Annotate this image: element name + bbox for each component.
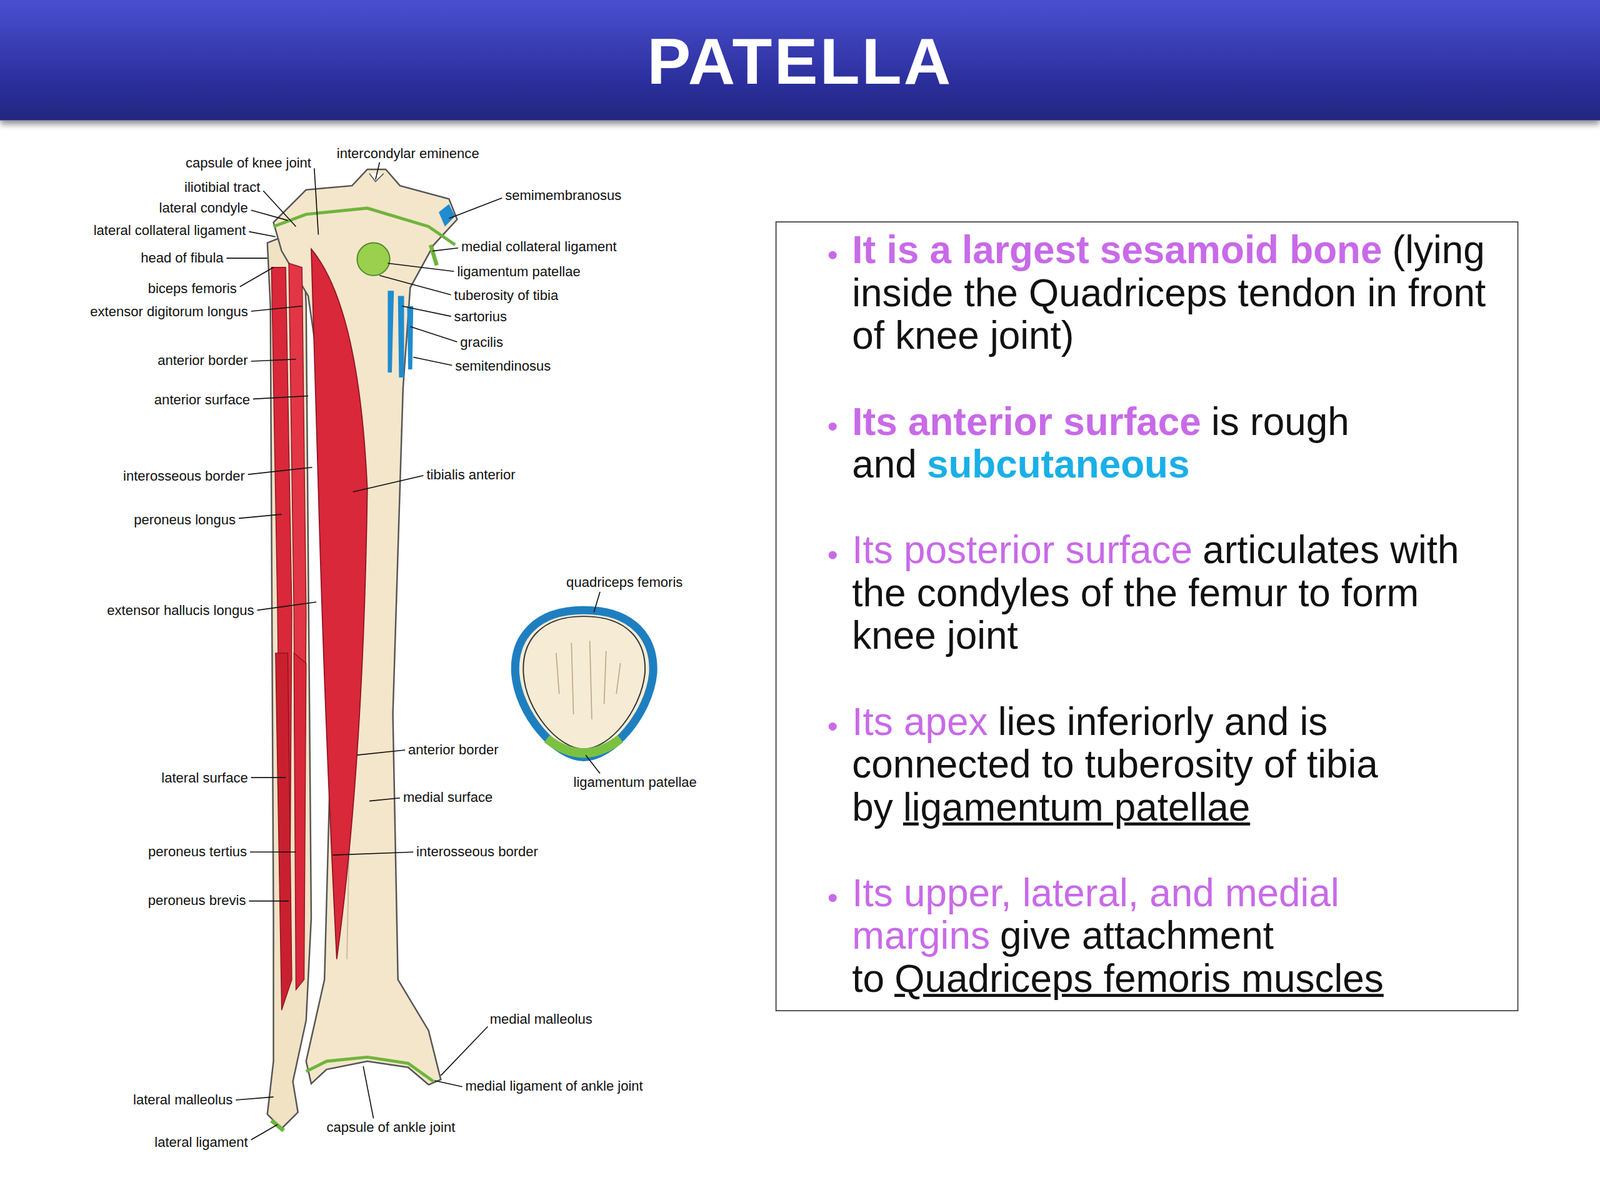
bullet-text: Quadriceps femoris muscles	[894, 956, 1384, 1000]
anatomy-label: peroneus brevis	[148, 893, 247, 910]
anatomy-label: sartorius	[454, 309, 508, 326]
anatomy-label: anterior border	[157, 353, 249, 370]
anatomy-label: medial collateral ligament	[461, 238, 617, 255]
bullet-list: It is a largest sesamoid bone(lying insi…	[776, 228, 1497, 1000]
bullet-text: It is a largest sesamoid bone	[851, 228, 1382, 272]
bullet-text: Its apex	[851, 700, 988, 744]
anatomy-label: peroneus longus	[133, 512, 236, 529]
bullet-text: subcutaneous	[926, 443, 1190, 487]
text-box: It is a largest sesamoid bone(lying insi…	[775, 221, 1519, 1012]
bullet-item: Its upper, lateral, and medial marginsgi…	[851, 871, 1497, 1000]
anatomy-label: tuberosity of tibia	[454, 287, 559, 304]
slide-title: PATELLA	[0, 22, 1600, 100]
bullet-item: Its apexlies inferiorly and is connected…	[851, 700, 1497, 829]
anatomy-label: capsule of ankle joint	[326, 1119, 455, 1136]
anatomy-label: medial surface	[403, 790, 493, 807]
anatomy-label: semimembranosus	[505, 187, 622, 204]
anatomy-label: anterior border	[408, 741, 499, 759]
anatomy-label: lateral surface	[161, 770, 248, 787]
bullet-text: Its posterior surface	[851, 528, 1193, 572]
anatomy-label: ligamentum patellae	[456, 264, 580, 281]
anatomy-label: extensor digitorum longus	[90, 304, 248, 321]
anatomy-label: interosseous border	[123, 468, 245, 485]
anatomy-label: medial ligament of ankle joint	[465, 1078, 643, 1095]
anatomy-label: head of fibula	[140, 250, 224, 267]
anatomy-label: semitendinosus	[455, 358, 551, 375]
anatomy-label: quadriceps femoris	[566, 574, 683, 591]
anatomy-label: gracilis	[460, 335, 504, 352]
anatomy-label: extensor hallucis longus	[106, 603, 254, 620]
anatomy-label: peroneus tertius	[148, 843, 247, 860]
anatomy-label: tibialis anterior	[426, 467, 515, 484]
anatomy-label: lateral condyle	[159, 200, 249, 217]
anatomy-label: anterior surface	[154, 391, 250, 409]
anatomy-label: lateral ligament	[154, 1135, 248, 1152]
anatomy-label: ligamentum patellae	[573, 774, 697, 791]
bullet-text: Its anterior surface	[851, 400, 1202, 444]
anatomy-label: biceps femoris	[148, 280, 237, 297]
bullet-item: It is a largest sesamoid bone(lying insi…	[851, 228, 1497, 358]
anatomy-label: lateral malleolus	[133, 1091, 233, 1109]
bullet-text: ligamentum patellae	[903, 785, 1250, 829]
anatomy-label: medial malleolus	[490, 1011, 593, 1028]
anatomy-label: iliotibial tract	[184, 179, 260, 196]
anatomy-label: lateral collateral ligament	[93, 222, 247, 239]
anatomy-label: capsule of knee joint	[185, 155, 312, 172]
bullet-item: Its posterior surfacearticulates with th…	[851, 528, 1497, 658]
anatomy-label: intercondylar eminence	[336, 145, 480, 162]
bullet-item: Its anterior surfaceis rough andsubcutan…	[851, 400, 1497, 486]
anatomy-label: interosseous border	[416, 843, 539, 860]
